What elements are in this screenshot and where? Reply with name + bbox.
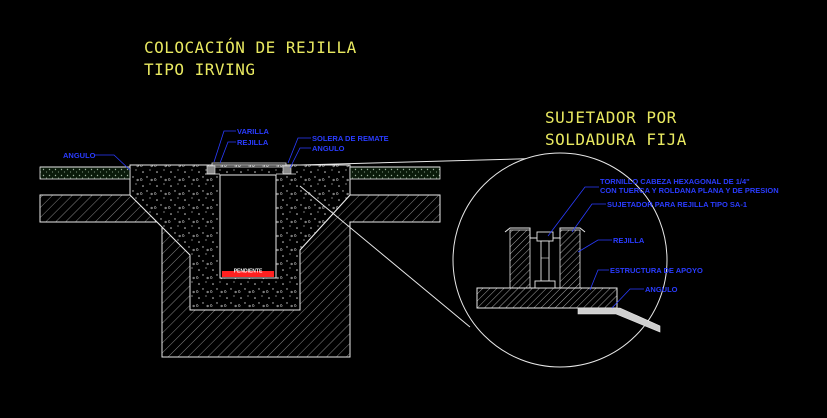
label-angulo-left: ANGULO: [63, 151, 96, 160]
label-rejilla: REJILLA: [237, 138, 269, 147]
main-labels: VARILLA REJILLA SOLERA DE REMATE ANGULO …: [63, 127, 389, 171]
label-angulo: ANGULO: [312, 144, 345, 153]
main-title-line1: COLOCACIÓN DE REJILLA: [144, 38, 357, 57]
label-sujetador: SUJETADOR PARA REJILLA TIPO SA-1: [607, 200, 747, 209]
bolt-shank: [540, 240, 550, 282]
label-angulo-detail: ANGULO: [645, 285, 678, 294]
label-solera: SOLERA DE REMATE: [312, 134, 389, 143]
detail-labels: TORNILLO CABEZA HEXAGONAL DE 1/4" CON TU…: [547, 177, 779, 309]
detail-title-line1: SUJETADOR POR: [545, 108, 677, 127]
main-title-line2: TIPO IRVING: [144, 60, 255, 79]
detail-connector-top: [299, 157, 554, 166]
support-plate: [476, 287, 618, 309]
trench-section: PENDIENTE: [39, 157, 554, 358]
grating-bar-left: [509, 229, 531, 289]
bolt-nut: [534, 280, 556, 289]
label-varilla: VARILLA: [237, 127, 270, 136]
floor-slab-left: [39, 166, 131, 180]
label-tornillo-1: TORNILLO CABEZA HEXAGONAL DE 1/4": [600, 177, 750, 186]
slope-bar: [222, 271, 274, 277]
grating: [205, 162, 296, 175]
label-rejilla-detail: REJILLA: [613, 236, 645, 245]
channel-void: [219, 174, 277, 279]
bolt-head: [536, 231, 554, 242]
label-tornillo-2: CON TUERCA Y ROLDANA PLANA Y DE PRESION: [600, 186, 779, 195]
label-estructura: ESTRUCTURA DE APOYO: [610, 266, 703, 275]
detail-circle: [452, 152, 668, 368]
detail-connector-bottom: [299, 185, 471, 328]
floor-slab-right: [349, 166, 441, 180]
pendiente-label: PENDIENTE: [234, 269, 263, 275]
angle-profile: [577, 307, 661, 333]
grating-bar-right: [559, 229, 581, 289]
detail-title-line2: SOLDADURA FIJA: [545, 130, 687, 149]
